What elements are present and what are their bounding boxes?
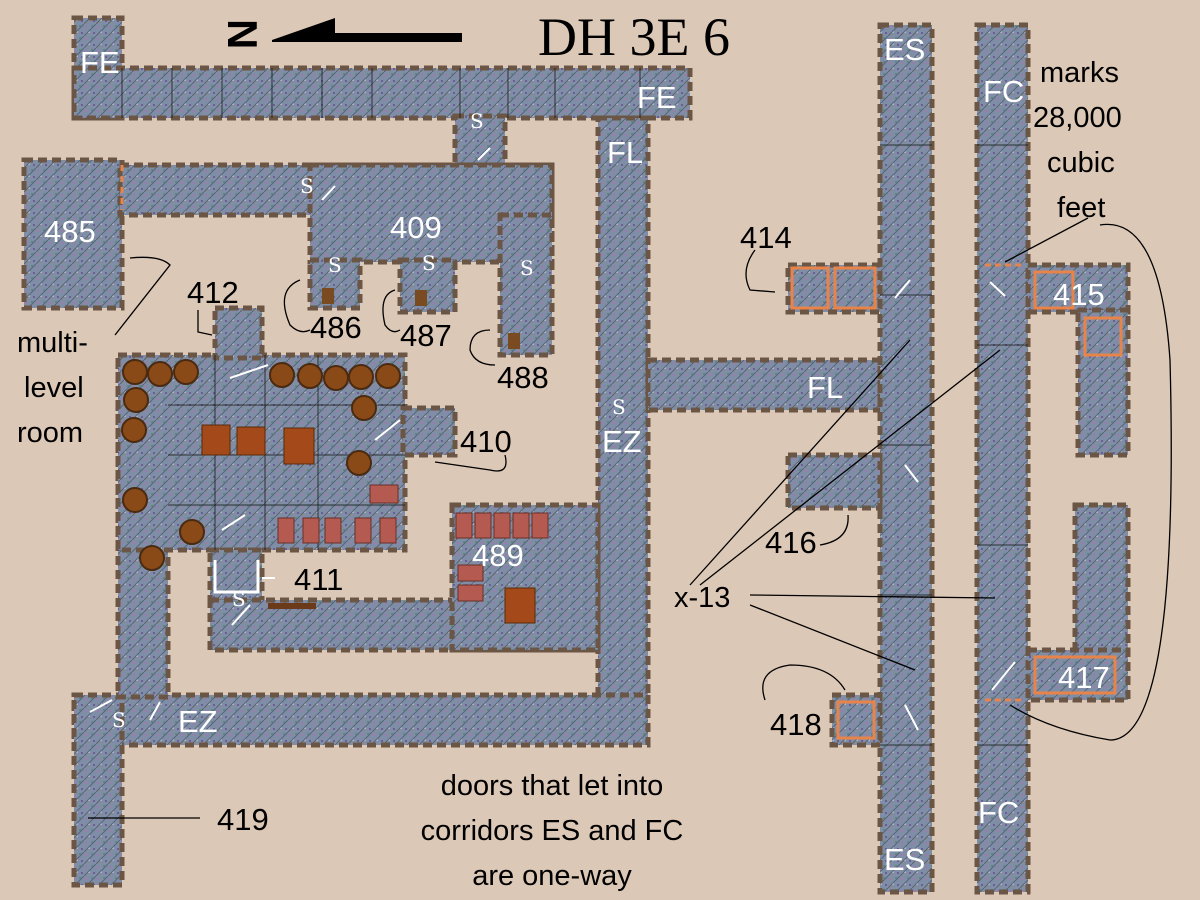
svg-text:28,000: 28,000 xyxy=(1033,102,1122,134)
north-arrow-icon: N xyxy=(219,18,462,49)
room-label-418: 418 xyxy=(770,707,822,742)
secret-door-mark: S xyxy=(422,251,436,275)
corridor-label-ez: EZ xyxy=(178,704,218,739)
room-label-488: 488 xyxy=(497,360,549,395)
room-label-416: 416 xyxy=(765,525,817,560)
note-multi-level: multi- level room xyxy=(17,327,88,449)
furniture xyxy=(121,288,549,624)
map-title: DH 3E 6 xyxy=(538,7,730,67)
corridor-label-fc: FC xyxy=(978,795,1019,830)
one-way-arrows xyxy=(89,147,1016,731)
secret-door-mark: S xyxy=(112,708,126,732)
secret-door-mark: S xyxy=(612,395,626,419)
room-label-487: 487 xyxy=(400,318,452,353)
room-label-410: 410 xyxy=(460,424,512,459)
svg-text:feet: feet xyxy=(1057,192,1105,224)
svg-text:cubic: cubic xyxy=(1047,147,1115,179)
svg-text:room: room xyxy=(17,417,83,449)
secret-door-mark: S xyxy=(470,109,484,133)
note-x13: x-13 xyxy=(674,582,730,614)
svg-text:are one-way: are one-way xyxy=(472,860,632,892)
room-label-412: 412 xyxy=(187,275,239,310)
compass-letter: N xyxy=(219,19,266,49)
doors xyxy=(120,165,1123,740)
room-label-486: 486 xyxy=(310,310,362,345)
room-label-415: 415 xyxy=(1053,277,1105,312)
corridor-label-fl: FL xyxy=(807,370,843,405)
note-one-way-doors: doors that let into corridors ES and FC … xyxy=(421,770,684,892)
corridor-label-es: ES xyxy=(884,842,925,877)
room-label-489: 489 xyxy=(472,538,524,573)
svg-text:multi-: multi- xyxy=(17,327,88,359)
corridor-label-fe: FE xyxy=(637,80,677,115)
room-label-417: 417 xyxy=(1058,660,1110,695)
secret-door-mark: S xyxy=(232,587,246,611)
corridor-label-ez: EZ xyxy=(602,424,642,459)
room-label-485: 485 xyxy=(44,214,96,249)
corridor-label-fl: FL xyxy=(607,135,643,170)
secret-door-mark: S xyxy=(520,256,534,280)
secret-door-mark: S xyxy=(328,253,342,277)
room-label-409: 409 xyxy=(390,210,442,245)
svg-text:level: level xyxy=(24,372,84,404)
room-label-419: 419 xyxy=(217,802,269,837)
secret-door-mark: S xyxy=(300,174,314,198)
corridor-label-es: ES xyxy=(884,32,925,67)
room-label-411: 411 xyxy=(294,562,343,597)
room-label-414: 414 xyxy=(740,220,792,255)
svg-text:doors that let into: doors that let into xyxy=(441,770,663,802)
corridor-label-fc: FC xyxy=(983,74,1024,109)
svg-text:corridors ES and FC: corridors ES and FC xyxy=(421,815,684,847)
svg-text:marks: marks xyxy=(1040,57,1119,89)
note-marks: marks 28,000 cubic feet xyxy=(1033,57,1122,224)
leader-lines xyxy=(88,217,1172,819)
corridor-label-fe: FE xyxy=(80,45,120,80)
